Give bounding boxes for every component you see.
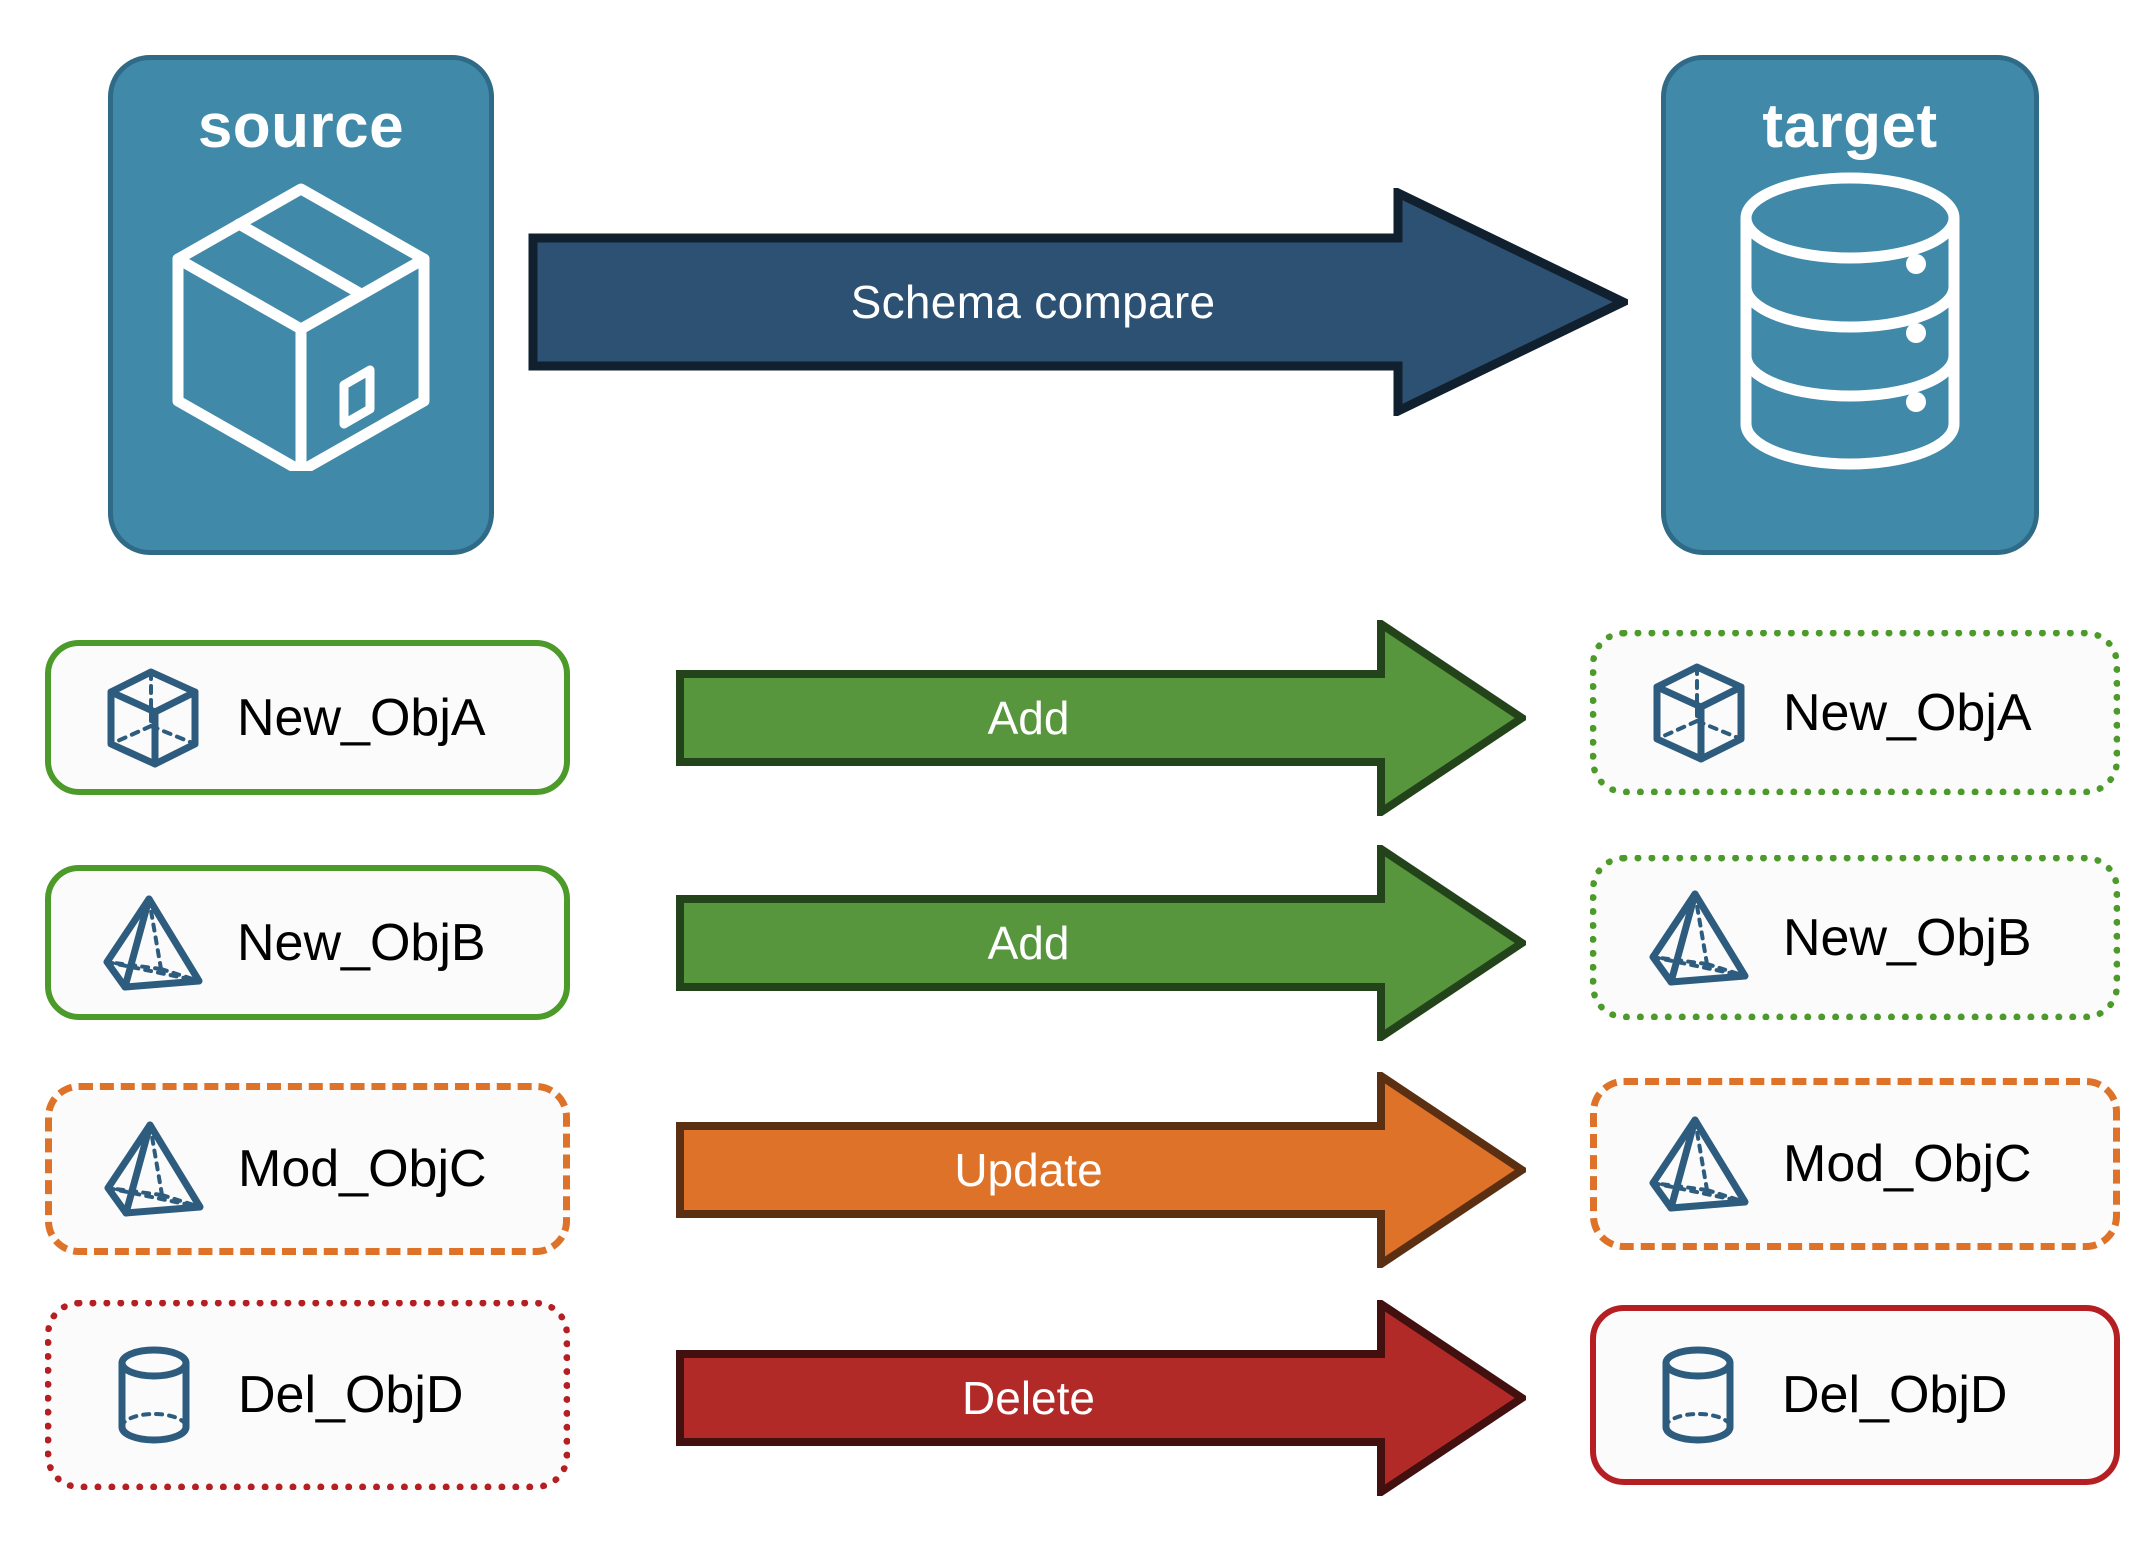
source-endpoint-card[interactable]: source bbox=[108, 55, 494, 555]
database-cylinder-icon bbox=[1720, 171, 1980, 476]
source-object-card[interactable]: New_ObjA bbox=[45, 640, 570, 795]
wireframe-pyramid-icon bbox=[1649, 1116, 1749, 1212]
wireframe-pyramid-icon bbox=[1649, 890, 1749, 985]
right-arrow-icon bbox=[676, 616, 1530, 820]
wireframe-cube-icon bbox=[1653, 663, 1745, 762]
right-arrow-icon bbox=[676, 841, 1530, 1045]
source-title: source bbox=[197, 92, 405, 161]
action-arrow-delete[interactable]: Delete bbox=[676, 1296, 1530, 1500]
source-object-label: Mod_ObjC bbox=[238, 1140, 487, 1198]
target-object-card[interactable]: New_ObjA bbox=[1590, 630, 2120, 795]
source-object-label: Del_ObjD bbox=[238, 1366, 464, 1424]
action-arrow-add[interactable]: Add bbox=[676, 616, 1530, 820]
right-arrow-icon bbox=[676, 1296, 1530, 1500]
wireframe-pyramid-icon bbox=[104, 1121, 204, 1217]
target-object-label: Mod_ObjC bbox=[1783, 1135, 2032, 1193]
target-object-label: New_ObjB bbox=[1783, 908, 2032, 967]
source-object-label: New_ObjB bbox=[237, 913, 486, 972]
schema-compare-arrow[interactable]: Schema compare bbox=[528, 185, 1634, 419]
source-object-label: New_ObjA bbox=[237, 688, 486, 747]
source-object-card[interactable]: New_ObjB bbox=[45, 865, 570, 1020]
wireframe-pyramid-icon bbox=[103, 895, 203, 990]
target-object-card[interactable]: Mod_ObjC bbox=[1590, 1078, 2120, 1250]
wireframe-cylinder-icon bbox=[118, 1346, 190, 1444]
wireframe-cylinder-icon bbox=[1662, 1346, 1734, 1444]
right-arrow-icon bbox=[528, 185, 1634, 419]
target-endpoint-card[interactable]: target bbox=[1661, 55, 2039, 555]
source-object-card[interactable]: Mod_ObjC bbox=[45, 1083, 570, 1255]
right-arrow-icon bbox=[676, 1068, 1530, 1272]
source-object-card[interactable]: Del_ObjD bbox=[45, 1300, 570, 1490]
action-arrow-update[interactable]: Update bbox=[676, 1068, 1530, 1272]
wireframe-cube-icon bbox=[107, 668, 199, 767]
package-box-icon bbox=[156, 171, 446, 477]
target-object-card[interactable]: Del_ObjD bbox=[1590, 1305, 2120, 1485]
target-object-card[interactable]: New_ObjB bbox=[1590, 855, 2120, 1020]
target-title: target bbox=[1762, 92, 1938, 161]
target-object-label: Del_ObjD bbox=[1782, 1366, 2008, 1424]
action-arrow-add[interactable]: Add bbox=[676, 841, 1530, 1045]
target-object-label: New_ObjA bbox=[1783, 683, 2032, 742]
